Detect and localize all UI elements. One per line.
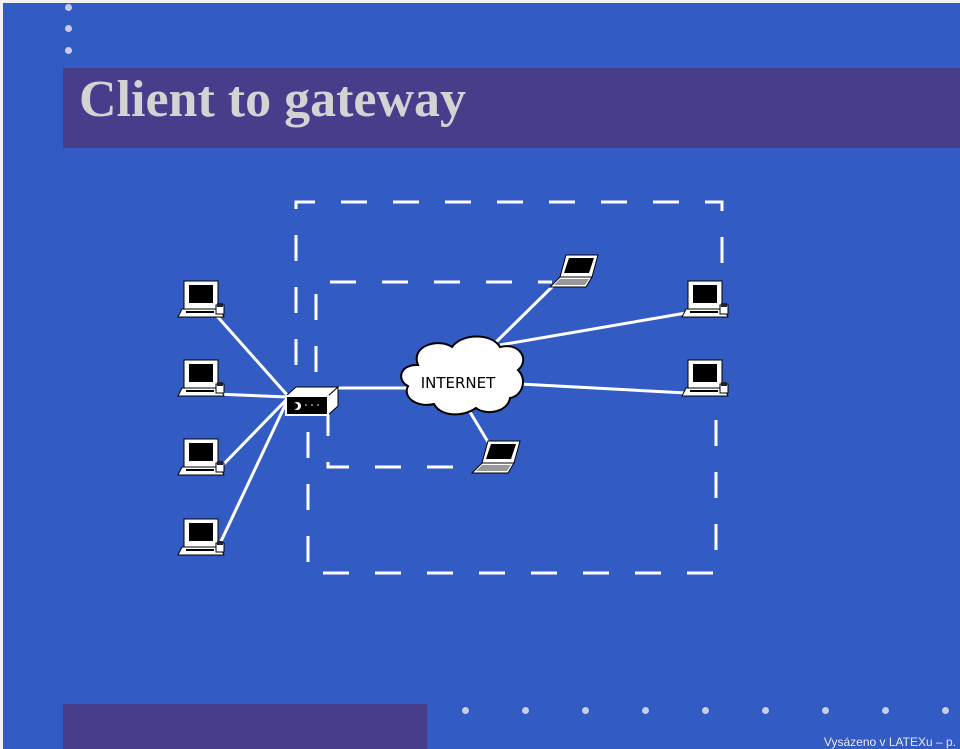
nav-dot[interactable] bbox=[462, 707, 469, 714]
slide-title: Client to gateway bbox=[79, 71, 467, 128]
nav-dot[interactable] bbox=[942, 707, 949, 714]
nav-dot[interactable] bbox=[822, 707, 829, 714]
nav-dot[interactable] bbox=[882, 707, 889, 714]
desktop-computer-icon bbox=[177, 280, 225, 318]
network-links bbox=[214, 284, 687, 553]
desktop-computer-icon bbox=[177, 518, 225, 556]
nav-dot[interactable] bbox=[522, 707, 529, 714]
laptop-icon bbox=[471, 440, 521, 474]
nav-dot[interactable] bbox=[642, 707, 649, 714]
footer-bar bbox=[63, 704, 427, 749]
title-bar: Client to gateway bbox=[63, 68, 960, 148]
laptop-icon bbox=[549, 254, 599, 288]
inner-network-boundary bbox=[314, 280, 552, 469]
nav-dot[interactable] bbox=[762, 707, 769, 714]
cloud-label: INTERNET bbox=[421, 374, 496, 392]
nav-dot[interactable] bbox=[582, 707, 589, 714]
gateway-router-icon bbox=[284, 385, 340, 417]
nav-dot[interactable] bbox=[65, 25, 72, 32]
desktop-computer-icon bbox=[681, 280, 729, 318]
nav-dot[interactable] bbox=[702, 707, 709, 714]
nav-dot[interactable] bbox=[65, 4, 72, 11]
desktop-computer-icon bbox=[177, 359, 225, 397]
nav-dot[interactable] bbox=[65, 47, 72, 54]
internet-cloud-icon: INTERNET bbox=[400, 335, 525, 416]
outer-network-boundary bbox=[294, 200, 724, 575]
desktop-computer-icon bbox=[681, 359, 729, 397]
desktop-computer-icon bbox=[177, 438, 225, 476]
footer-text: Vysázeno v LATEXu – p. bbox=[823, 735, 956, 749]
